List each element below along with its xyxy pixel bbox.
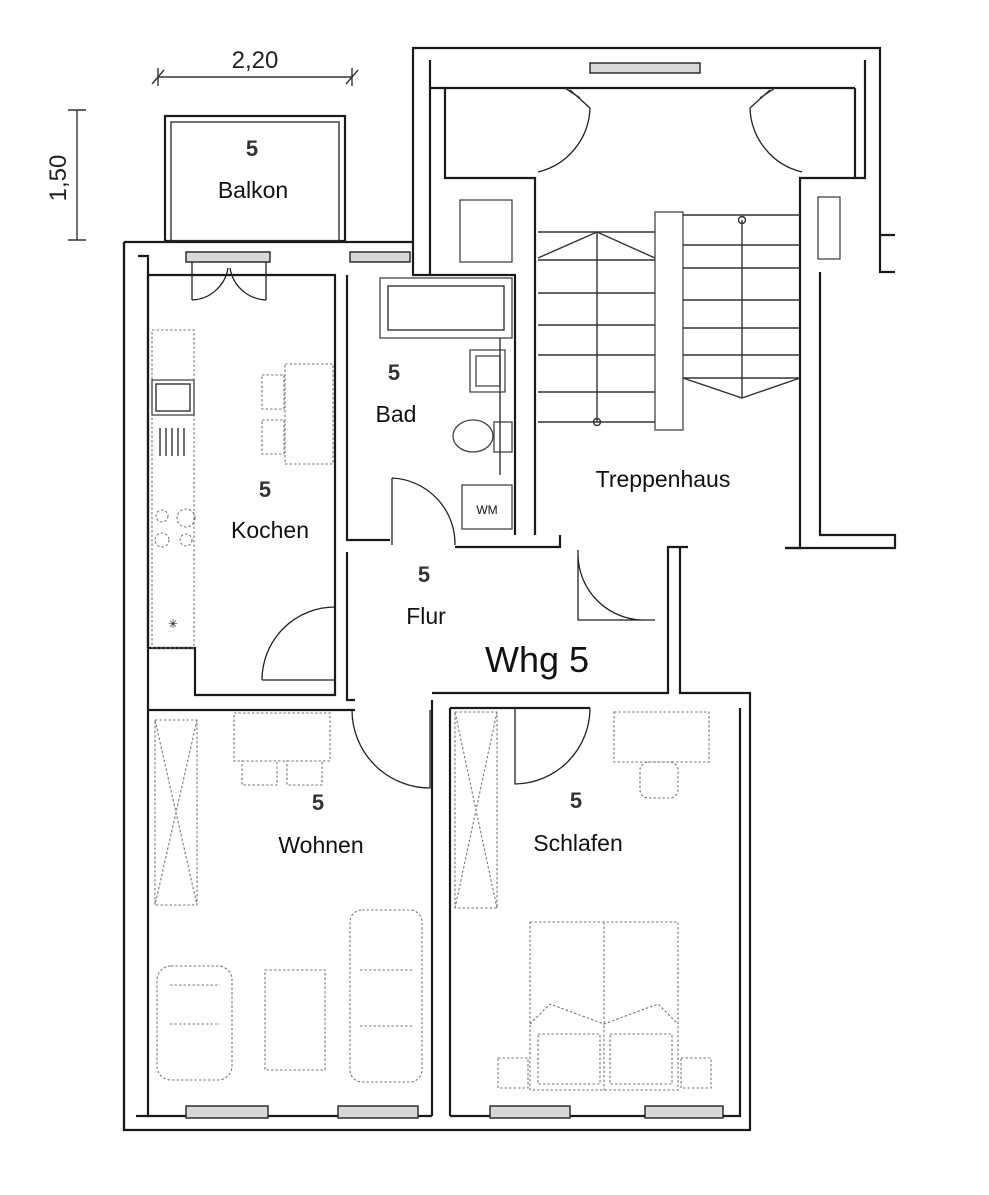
- room-number-kochen: 5: [259, 477, 271, 502]
- room-number-bad: 5: [388, 360, 400, 385]
- nightstand-right: [680, 1057, 712, 1089]
- kitchen-table: [284, 363, 334, 465]
- window-living-1: [185, 1105, 269, 1119]
- dimension-depth-label: 1,50: [45, 155, 72, 202]
- coffee-table: [264, 969, 326, 1071]
- window-kitchen: [185, 251, 271, 263]
- room-name-schlafen: Schlafen: [533, 830, 623, 856]
- unit-label: Whg 5: [485, 639, 589, 680]
- stairwell-name: Treppenhaus: [596, 466, 731, 492]
- window-stairwell: [589, 62, 701, 74]
- living-table: [233, 712, 331, 762]
- room-labels: 5 Balkon 5 Kochen 5 Bad Treppenhaus 5 Fl…: [218, 136, 731, 858]
- window-bedroom-1: [489, 1105, 571, 1119]
- room-number-balkon: 5: [246, 136, 258, 161]
- room-name-bad: Bad: [376, 401, 417, 427]
- dimension-width-label: 2,20: [232, 47, 279, 74]
- armchair: [156, 965, 233, 1081]
- window-bedroom-2: [644, 1105, 724, 1119]
- room-number-schlafen: 5: [570, 788, 582, 813]
- bathtub: [379, 277, 513, 339]
- apartment-walls: [122, 46, 897, 1132]
- wardrobe-living: [154, 719, 198, 906]
- sink: [151, 379, 195, 416]
- kitchen-fixtures: ✳: [151, 329, 334, 649]
- window-living-2: [337, 1105, 419, 1119]
- windows: [185, 62, 724, 1119]
- window-bath: [349, 251, 411, 263]
- desk: [613, 711, 710, 763]
- dimension-depth: 1,50: [45, 109, 86, 241]
- staircase: [459, 196, 841, 431]
- double-bed: [529, 921, 679, 1091]
- dimension-width: 2,20: [151, 47, 359, 86]
- fridge-star: ✳: [168, 617, 178, 631]
- nightstand-left: [497, 1057, 529, 1089]
- bedroom-furniture: [454, 711, 712, 1091]
- washing-machine: [461, 484, 513, 530]
- toilet: [452, 419, 494, 453]
- room-name-kochen: Kochen: [231, 517, 309, 543]
- bathroom-fixtures: WM: [379, 277, 513, 530]
- doors: [191, 87, 803, 789]
- wardrobe-bedroom: [454, 711, 498, 909]
- room-name-balkon: Balkon: [218, 177, 288, 203]
- room-number-flur: 5: [418, 562, 430, 587]
- living-furniture: [154, 712, 423, 1083]
- room-number-wohnen: 5: [312, 790, 324, 815]
- room-name-flur: Flur: [406, 603, 446, 629]
- washing-machine-label: WM: [476, 503, 497, 517]
- sofa: [349, 909, 423, 1083]
- room-name-wohnen: Wohnen: [278, 832, 363, 858]
- stove-burner: [155, 509, 169, 523]
